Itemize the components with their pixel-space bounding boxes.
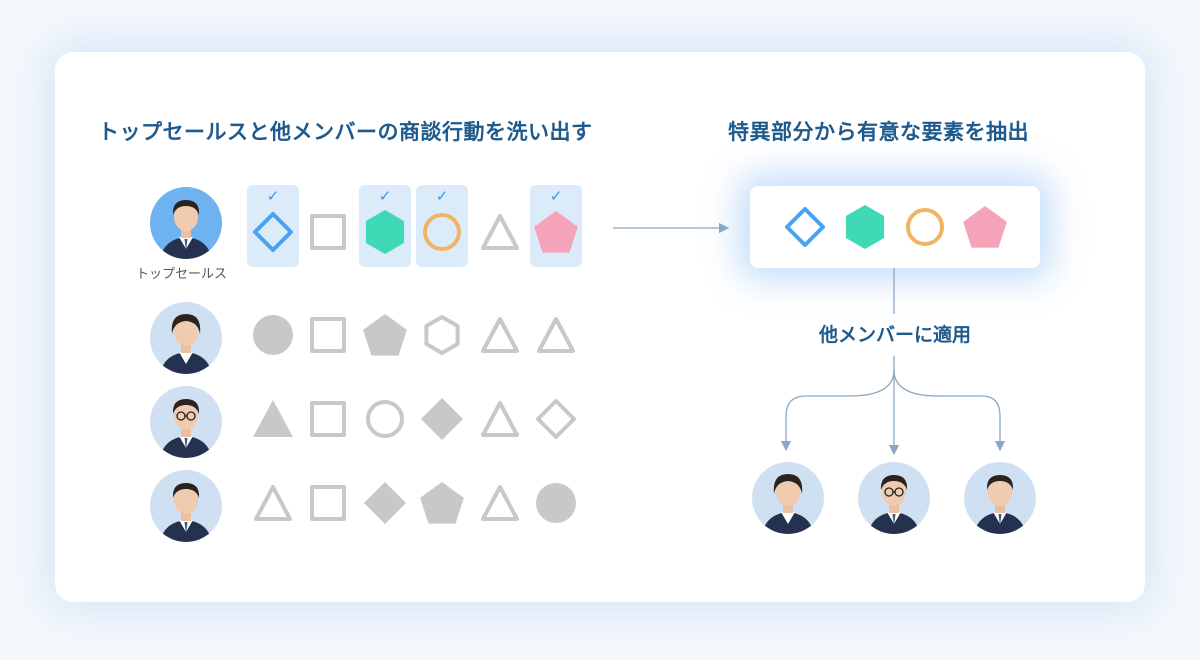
check-icon: ✓ — [266, 187, 280, 205]
hexagon-filled-icon — [362, 209, 408, 255]
square-outline-icon — [305, 396, 351, 442]
square-outline-icon — [305, 480, 351, 526]
circle-outline-icon — [419, 209, 465, 255]
diamond-filled-icon — [419, 396, 465, 442]
top-sales-avatar — [150, 187, 222, 259]
target-member-3-avatar — [964, 462, 1036, 534]
member-3-avatar — [150, 470, 222, 542]
highlight-cell — [247, 185, 299, 267]
extracted-elements-box — [750, 186, 1040, 268]
triangle-outline-icon — [477, 312, 523, 358]
circle-outline-icon — [362, 396, 408, 442]
top-sales-label: トップセールス — [136, 267, 228, 282]
triangle-outline-icon — [250, 480, 296, 526]
check-icon: ✓ — [435, 187, 449, 205]
check-icon: ✓ — [378, 187, 392, 205]
hexagon-outline-icon — [419, 312, 465, 358]
diamond-outline-icon — [782, 204, 828, 250]
pentagon-filled-icon — [533, 209, 579, 255]
triangle-outline-icon — [533, 312, 579, 358]
square-outline-icon — [305, 312, 351, 358]
diamond-filled-icon — [362, 480, 408, 526]
hexagon-filled-icon — [842, 204, 888, 250]
pentagon-filled-icon — [962, 204, 1008, 250]
circle-filled-icon — [250, 312, 296, 358]
circle-outline-icon — [902, 204, 948, 250]
left-title: トップセールスと他メンバーの商談行動を洗い出す — [98, 120, 593, 144]
square-outline-icon — [305, 209, 351, 255]
diamond-outline-icon — [250, 209, 296, 255]
member-2-avatar — [150, 386, 222, 458]
circle-filled-icon — [533, 480, 579, 526]
right-title: 特異部分から有意な要素を抽出 — [728, 120, 1029, 144]
pentagon-filled-icon — [419, 480, 465, 526]
pentagon-filled-icon — [362, 312, 408, 358]
triangle-outline-icon — [477, 396, 523, 442]
check-icon: ✓ — [549, 187, 563, 205]
diamond-outline-icon — [533, 396, 579, 442]
member-1-avatar — [150, 302, 222, 374]
triangle-outline-icon — [477, 209, 523, 255]
target-member-2-avatar — [858, 462, 930, 534]
target-member-1-avatar — [752, 462, 824, 534]
triangle-outline-icon — [477, 480, 523, 526]
apply-label: 他メンバーに適用 — [818, 324, 971, 346]
triangle-filled-icon — [250, 396, 296, 442]
diagram-card — [55, 52, 1145, 602]
